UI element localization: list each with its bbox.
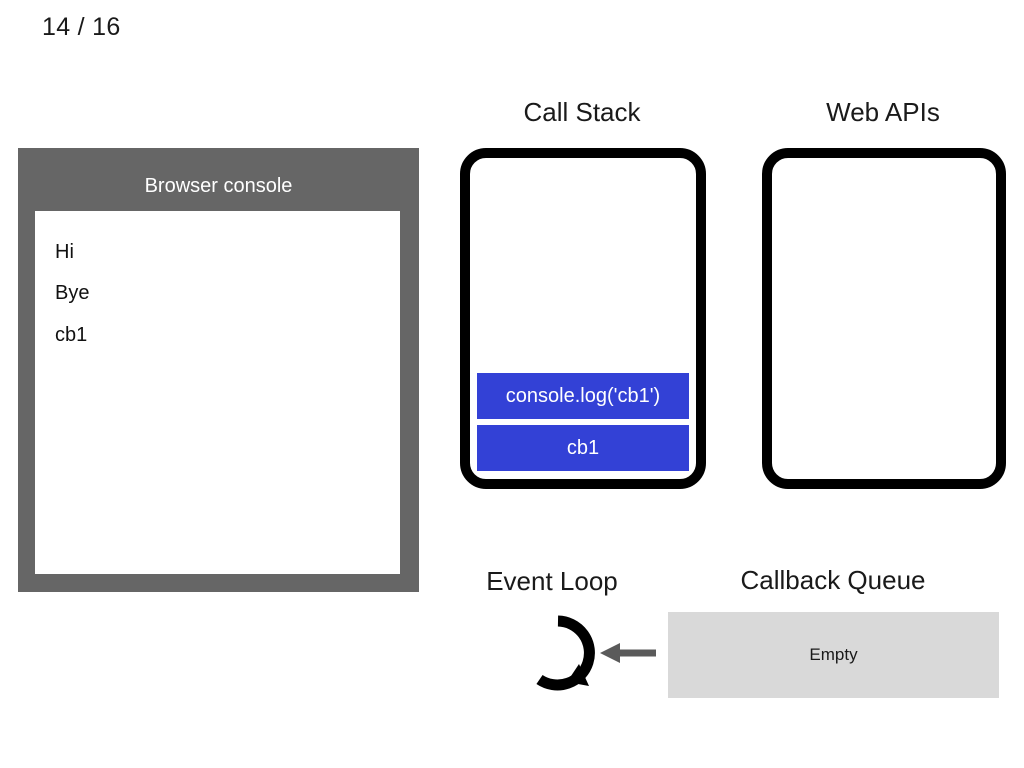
call-stack-frame: cb1	[477, 425, 689, 471]
browser-console-title: Browser console	[144, 175, 293, 197]
console-log-line: cb1	[55, 324, 88, 346]
web-apis-panel	[762, 148, 1006, 489]
circular-arrow-icon	[517, 612, 599, 694]
arrow-left-icon	[598, 636, 658, 670]
web-apis-heading: Web APIs	[826, 97, 940, 127]
browser-console-panel: Browser console Hi Bye cb1	[18, 148, 419, 592]
event-loop-heading: Event Loop	[486, 566, 618, 596]
browser-console-output: Hi Bye cb1	[35, 211, 400, 574]
callback-queue-status: Empty	[809, 645, 858, 664]
slide-counter: 14 / 16	[42, 13, 121, 41]
call-stack-frame-list: console.log('cb1') cb1	[470, 373, 696, 471]
console-log-line: Bye	[55, 282, 90, 304]
call-stack-frame: console.log('cb1')	[477, 373, 689, 419]
callback-queue-box: Empty	[668, 612, 999, 698]
callback-queue-heading: Callback Queue	[740, 565, 926, 595]
console-log-line: Hi	[55, 241, 74, 263]
call-stack-heading: Call Stack	[523, 97, 641, 127]
call-stack-panel: console.log('cb1') cb1	[460, 148, 706, 489]
